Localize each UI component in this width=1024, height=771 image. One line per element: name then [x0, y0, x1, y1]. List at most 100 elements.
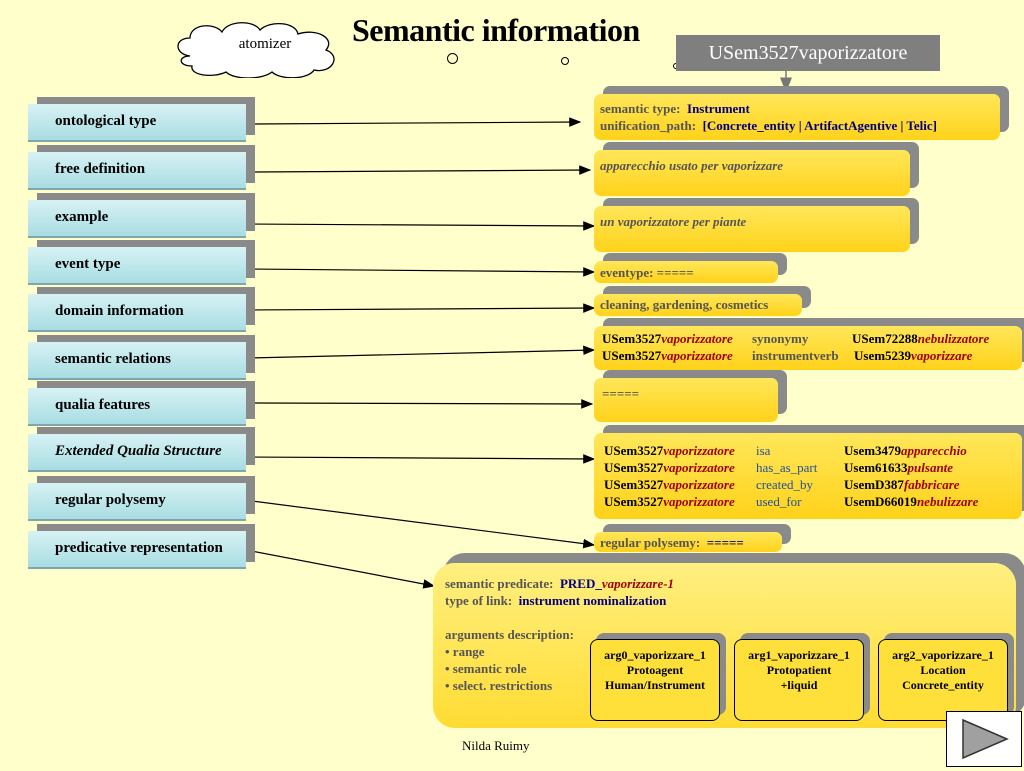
usem-word: vaporizzatore — [663, 494, 735, 509]
left-item-domain-information: domain information — [28, 294, 246, 332]
ontological-type-box: semantic type: Instrument unification_pa… — [594, 94, 1000, 140]
qualia-text: ===== — [602, 386, 640, 401]
left-item-semantic-relations: semantic relations — [28, 342, 246, 380]
qualia-relation: used_for — [756, 494, 802, 509]
relation-row: USem3527vaporizzatore — [602, 348, 733, 364]
domain-text: cleaning, gardening, cosmetics — [600, 297, 769, 312]
extended-qualia-box: USem3527vaporizzatore isa Usem3479appare… — [594, 433, 1022, 519]
thought-bubble — [447, 53, 458, 64]
definition-box: apparecchio usato per vaporizzare — [594, 150, 910, 196]
arg-role: Protoagent — [626, 663, 684, 677]
left-item-regular-polysemy: regular polysemy — [28, 483, 246, 521]
arrow-eventtype — [243, 267, 596, 277]
target-id: Usem61633 — [844, 460, 908, 475]
left-item-extended-qualia: Extended Qualia Structure — [28, 434, 246, 472]
arg-role: Protopatient — [766, 663, 832, 677]
left-item-label: predicative representation — [55, 540, 223, 556]
semantic-type-value: Instrument — [687, 101, 750, 116]
usem-word: vaporizzatore — [661, 348, 733, 363]
eventtype-box: eventype: ===== — [594, 261, 778, 283]
arg-restriction: Concrete_entity — [902, 678, 984, 692]
predicate-key: semantic predicate: — [445, 576, 554, 591]
polysemy-box: regular polysemy: ===== — [594, 532, 782, 552]
left-item-label: domain information — [55, 303, 184, 319]
qualia-target: UsemD387fabbricare — [844, 477, 960, 493]
example-box: un vaporizzatore per piante — [594, 206, 910, 252]
type-of-link: type of link: instrument nominalization — [445, 593, 666, 609]
bullet-range: • range — [445, 644, 485, 659]
polysemy-key: regular polysemy: — [600, 535, 701, 550]
predicate-prefix: PRED_ — [559, 576, 602, 591]
polysemy-value: ===== — [706, 535, 744, 550]
thought-bubble — [561, 57, 569, 65]
target-id: USem72288 — [852, 331, 918, 346]
left-item-label: example — [55, 209, 109, 225]
relation-type: synonymy — [752, 331, 809, 346]
left-item-label: event type — [55, 256, 121, 272]
arg-name: arg0_vaporizzare_1 — [604, 648, 706, 662]
polysemy-text: regular polysemy: ===== — [600, 535, 744, 551]
qualia-row: USem3527vaporizzatore — [604, 477, 735, 493]
usem-id: USem3527 — [602, 348, 662, 363]
left-item-free-definition: free definition — [28, 152, 246, 190]
arrow-example — [243, 221, 596, 231]
target-word: pulsante — [907, 460, 954, 475]
footer-author: Nilda Ruimy — [462, 738, 530, 753]
predicative-box: semantic predicate: PRED_vaporizzare-1 t… — [433, 563, 1016, 728]
bullet-semantic-role: • semantic role — [445, 661, 527, 676]
relation-target: USem72288nebulizzatore — [852, 331, 989, 347]
left-item-label: Extended Qualia Structure — [55, 443, 222, 459]
target-word: nebulizzare — [916, 494, 979, 509]
relation-row: USem3527vaporizzatore — [602, 331, 733, 347]
usem-word: vaporizzatore — [661, 331, 733, 346]
arrow-qualia — [241, 399, 594, 409]
left-item-event-type: event type — [28, 247, 246, 285]
arguments-title: arguments description: — [445, 627, 574, 642]
qualia-relation: created_by — [756, 477, 814, 492]
domain-box: cleaning, gardening, cosmetics — [594, 294, 802, 316]
link-value: instrument nominalization — [518, 593, 667, 608]
target-id: UsemD66019 — [844, 494, 917, 509]
relation-type: instrumentverb — [752, 348, 839, 363]
definition-text: apparecchio usato per vaporizzare — [600, 158, 784, 173]
target-id: UsemD387 — [844, 477, 904, 492]
qualia-row: USem3527vaporizzatore — [604, 460, 735, 476]
page-title: Semantic information — [352, 12, 640, 48]
qualia-row: USem3527vaporizzatore — [604, 494, 735, 510]
link-key: type of link: — [445, 593, 513, 608]
left-item-ontological-type: ontological type — [28, 104, 246, 142]
arg-name: arg1_vaporizzare_1 — [748, 648, 850, 662]
arrow-ontological — [249, 117, 582, 127]
arrow-relations — [247, 345, 596, 359]
next-slide-button[interactable] — [946, 711, 1022, 767]
left-item-label: free definition — [55, 161, 146, 177]
usem-id: USem3527 — [602, 331, 662, 346]
target-word: fabbricare — [903, 477, 960, 492]
cloud-shape — [177, 22, 335, 78]
relation-target: Usem5239vaporizzare — [854, 348, 972, 364]
semantic-relations-box: USem3527vaporizzatore synonymy USem72288… — [594, 326, 1022, 370]
arg-role: Location — [920, 663, 966, 677]
target-id: Usem5239 — [854, 348, 912, 363]
target-id: Usem3479 — [844, 443, 902, 458]
semantic-predicate: semantic predicate: PRED_vaporizzare-1 — [445, 576, 674, 592]
semantic-type-key: semantic type: — [600, 101, 681, 116]
target-word: nebulizzatore — [917, 331, 990, 346]
unification-path-value: [Concrete_entity | ArtifactAgentive | Te… — [702, 118, 937, 133]
arrow-definition — [247, 165, 592, 175]
arg-name: arg2_vaporizzare_1 — [892, 648, 994, 662]
unification-path-key: unification_path: — [600, 118, 697, 133]
arrow-predicative — [245, 549, 436, 589]
arg-restriction: Human/Instrument — [604, 678, 705, 692]
qualia-relation: isa — [756, 443, 771, 458]
left-item-label: semantic relations — [55, 351, 171, 367]
usem-word: vaporizzatore — [663, 460, 735, 475]
left-item-label: ontological type — [55, 113, 157, 129]
example-text: un vaporizzatore per piante — [600, 214, 747, 229]
qualia-target: Usem61633pulsante — [844, 460, 953, 476]
qualia-box: ===== — [594, 378, 778, 422]
arg-restriction: +liquid — [780, 678, 818, 692]
